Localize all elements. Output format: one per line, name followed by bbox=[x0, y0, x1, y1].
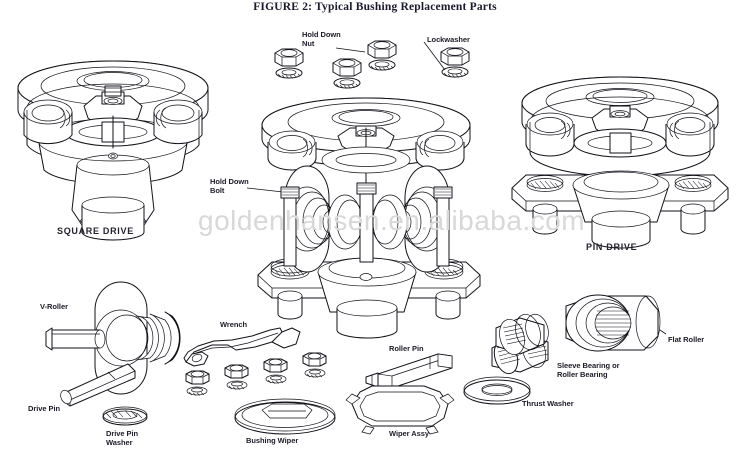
label-v-roller: V-Roller bbox=[40, 302, 68, 311]
hold-down-nut-group bbox=[246, 40, 470, 193]
flat-roller-part bbox=[565, 294, 661, 352]
nut-washer-set bbox=[185, 352, 327, 396]
square-drive-assembly bbox=[17, 60, 209, 241]
center-rotor-plate bbox=[261, 97, 471, 186]
label-roller-pin: Roller Pin bbox=[389, 344, 424, 353]
callout-hold-down-nut: Hold Down Nut bbox=[302, 30, 341, 48]
drive-pin-part bbox=[60, 363, 136, 407]
callout-lockwasher: Lockwasher bbox=[427, 35, 470, 44]
drive-pin-washer-part bbox=[102, 406, 148, 426]
label-sleeve-roller-bearing: Sleeve Bearing or Roller Bearing bbox=[557, 361, 620, 379]
label-pin-drive: PIN DRIVE bbox=[586, 242, 638, 252]
label-wiper-assy: Wiper Assy bbox=[389, 429, 430, 438]
bushing-wiper-part bbox=[234, 398, 336, 435]
roller-bearing-stack bbox=[495, 313, 549, 356]
callout-hold-down-bolt: Hold Down Bolt bbox=[210, 177, 249, 195]
thrust-washer-part bbox=[463, 376, 531, 405]
v-roller-part bbox=[45, 281, 181, 395]
center-roller-cluster bbox=[257, 165, 481, 339]
label-bushing-wiper: Bushing Wiper bbox=[246, 436, 299, 445]
wiper-assy-part bbox=[345, 385, 455, 435]
label-flat-roller: Flat Roller bbox=[668, 335, 705, 344]
label-wrench: Wrench bbox=[220, 320, 248, 329]
wrench-part bbox=[183, 327, 301, 367]
label-thrust-washer: Thrust Washer bbox=[522, 399, 574, 408]
roller-pin-part bbox=[365, 353, 453, 389]
pin-drive-assembly bbox=[511, 76, 729, 249]
label-drive-pin-washer: Drive Pin Washer bbox=[106, 429, 139, 447]
label-square-drive: SQUARE DRIVE bbox=[57, 226, 134, 236]
figure-title: FIGURE 2: Typical Bushing Replacement Pa… bbox=[253, 1, 497, 13]
label-drive-pin: Drive Pin bbox=[28, 404, 61, 413]
